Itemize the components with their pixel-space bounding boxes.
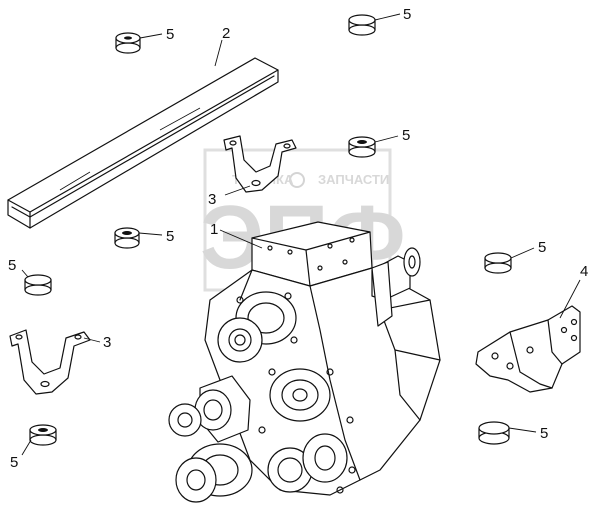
- rubber-pad: [114, 227, 140, 249]
- callout-1: 1: [210, 221, 218, 238]
- callout-5-middle-left: 5: [166, 228, 174, 245]
- rubber-pad: [29, 424, 57, 446]
- leader-lines: [21, 13, 581, 456]
- callout-3-upper: 3: [208, 191, 216, 208]
- callout-5-top-left: 5: [166, 26, 174, 43]
- mounting-bracket-part-4: [475, 305, 581, 393]
- rubber-pad: [115, 32, 141, 54]
- rubber-pad: [348, 136, 376, 158]
- callout-5-left: 5: [8, 257, 16, 274]
- watermark-brand-bottom: ЗАПЧАСТИ: [318, 172, 389, 187]
- rubber-pad: [484, 252, 512, 274]
- rubber-pad: [348, 14, 376, 36]
- channel-bracket-part-2: [7, 57, 279, 229]
- callouts: 2 5 5 5 3 1 5 5 5 3 4 5 5: [8, 6, 588, 471]
- callout-5-upper-right: 5: [402, 127, 410, 144]
- callout-5-top-right: 5: [403, 6, 411, 23]
- callout-4: 4: [580, 263, 588, 280]
- callout-5-bottom-left: 5: [10, 454, 18, 471]
- rubber-pad: [478, 421, 510, 445]
- transfer-case-part-1: [168, 221, 441, 503]
- gear-icon: [289, 172, 305, 188]
- callout-5-bottom-right: 5: [540, 425, 548, 442]
- callout-3-lower: 3: [103, 334, 111, 351]
- callout-5-middle-right: 5: [538, 239, 546, 256]
- callout-2: 2: [222, 25, 230, 42]
- u-bracket-part-3-upper: [223, 135, 297, 193]
- u-bracket-part-3-lower: [9, 329, 91, 395]
- rubber-pad: [24, 274, 52, 296]
